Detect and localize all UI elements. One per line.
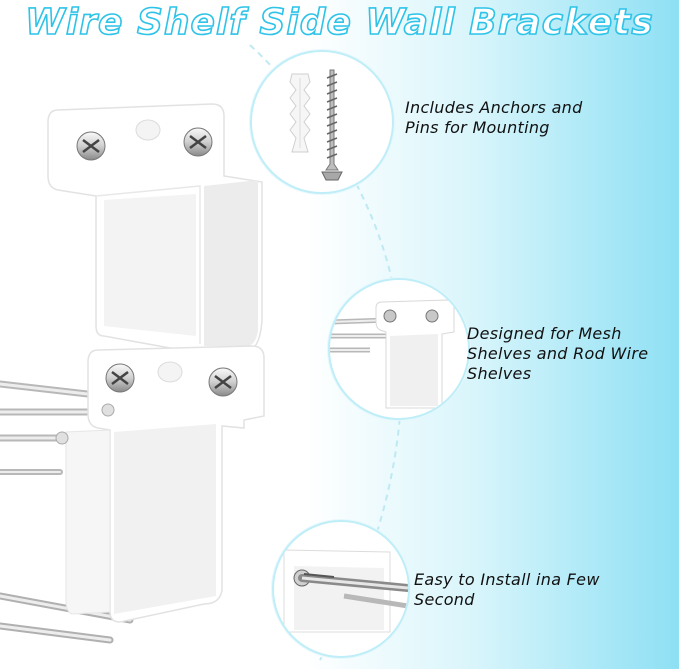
feature-text-line: Includes Anchors and	[405, 98, 583, 117]
anchor-screw-icon	[289, 69, 343, 181]
lower-bracket	[55, 345, 265, 623]
feature-circle-mesh	[328, 278, 470, 420]
bracket-closeup-icon	[330, 299, 455, 409]
feature-text-line: Second	[414, 590, 475, 609]
feature-circle-install	[272, 520, 410, 658]
screwdriver-icon	[283, 549, 408, 633]
feature-text-anchors: Includes Anchors and Pins for Mounting	[405, 98, 583, 138]
page-title: Wire Shelf Side Wall Brackets	[24, 1, 654, 44]
feature-text-mesh: Designed for Mesh Shelves and Rod Wire S…	[467, 324, 648, 384]
feature-text-line: Shelves	[467, 364, 532, 383]
feature-text-line: Pins for Mounting	[405, 118, 550, 137]
feature-text-line: Shelves and Rod Wire	[467, 344, 649, 363]
feature-text-line: Easy to Install ina Few	[414, 570, 600, 589]
upper-bracket	[47, 103, 263, 353]
feature-text-line: Designed for Mesh	[467, 324, 622, 343]
feature-circle-anchors	[250, 50, 394, 194]
feature-text-install: Easy to Install ina Few Second	[414, 570, 600, 610]
